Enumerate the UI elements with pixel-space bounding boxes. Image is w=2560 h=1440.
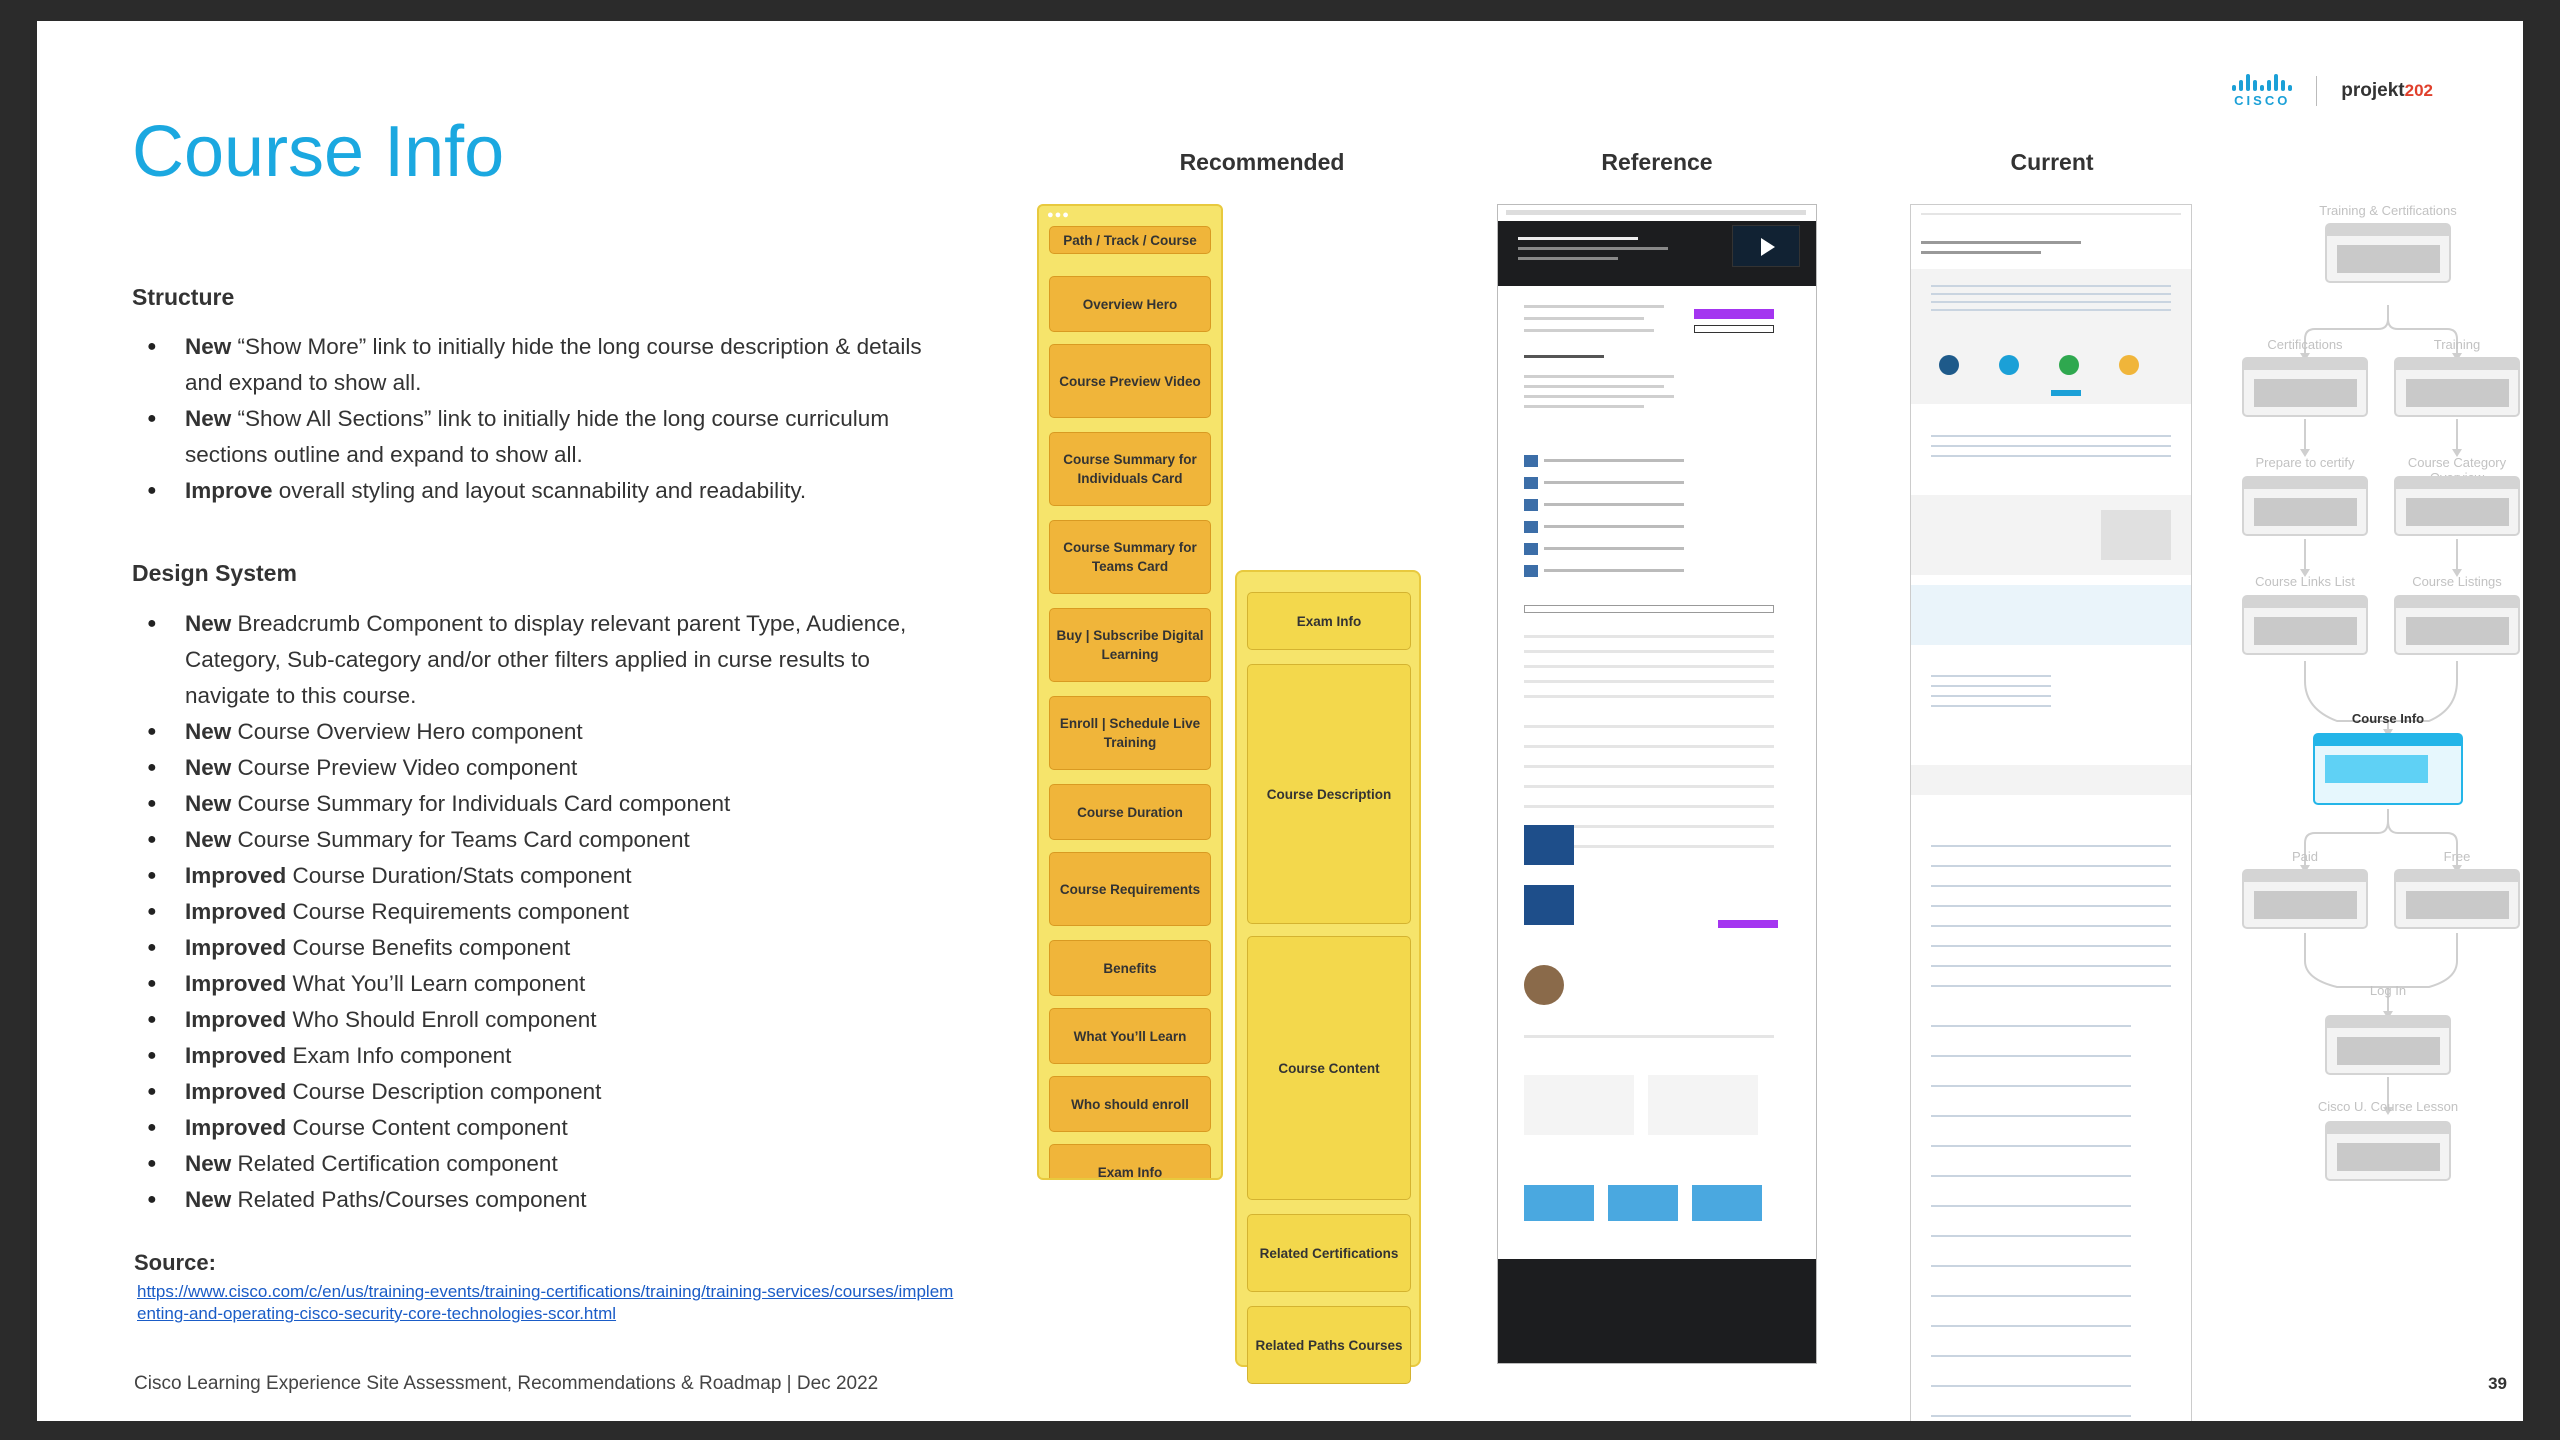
- flow-box-login: [2325, 1015, 2451, 1075]
- flow-label-course-info: Course Info: [2351, 711, 2425, 726]
- flow-label-links-list: Course Links List: [2255, 574, 2355, 589]
- bullet-item: Improved What You’ll Learn component: [147, 966, 947, 1002]
- reference-hero: [1498, 221, 1816, 286]
- recommended-section-card: Exam Info: [1247, 592, 1411, 650]
- flow-label-login: Log In: [2369, 983, 2407, 998]
- bullet-item: Improve overall styling and layout scann…: [147, 473, 947, 509]
- flow-label-training-certifications: Training & Certifications: [2319, 203, 2457, 218]
- flow-box-certifications: [2242, 357, 2368, 417]
- bullet-item: New Course Preview Video component: [147, 750, 947, 786]
- logo-row: CISCO projekt202: [2232, 73, 2433, 108]
- flow-label-prepare: Prepare to certify: [2255, 455, 2355, 470]
- flow-connectors: [2300, 305, 2462, 1115]
- recommended-section-card: Course Summary for Teams Card: [1049, 520, 1211, 594]
- current-heading: Current: [2010, 149, 2094, 175]
- recommended-section-card: Course Preview Video: [1049, 344, 1211, 418]
- flow-box-lesson: [2325, 1121, 2451, 1181]
- bullet-item: New “Show All Sections” link to initiall…: [147, 401, 947, 473]
- recommended-section-card: Path / Track / Course: [1049, 226, 1211, 254]
- bullet-item: Improved Course Requirements component: [147, 894, 947, 930]
- flow-label-paid: Paid: [2291, 849, 2319, 864]
- recommended-section-card: Course Requirements: [1049, 852, 1211, 926]
- flow-label-certifications: Certifications: [2267, 337, 2343, 352]
- bullet-item: Improved Course Benefits component: [147, 930, 947, 966]
- bullet-item: Improved Who Should Enroll component: [147, 1002, 947, 1038]
- reference-screenshot: [1497, 204, 1817, 1364]
- structure-list: New “Show More” link to initially hide t…: [147, 329, 947, 509]
- logo-separator: [2316, 75, 2318, 106]
- flow-label-free: Free: [2443, 849, 2471, 864]
- bullet-item: Improved Course Duration/Stats component: [147, 858, 947, 894]
- recommended-section-card: Course Content: [1247, 936, 1411, 1200]
- design-system-heading: Design System: [132, 560, 297, 586]
- recommended-section-card: Related Paths Courses: [1247, 1306, 1411, 1384]
- flow-box-course-info: [2313, 733, 2463, 805]
- bullet-item: New “Show More” link to initially hide t…: [147, 329, 947, 401]
- slide: CISCO projekt202 Course Info Structure N…: [37, 21, 2523, 1421]
- reference-cta: [1694, 309, 1774, 319]
- page-title: Course Info: [132, 112, 505, 192]
- recommended-section-card: Who should enroll: [1049, 1076, 1211, 1132]
- source-label: Source:: [134, 1250, 216, 1275]
- flow-label-lesson: Cisco U. Course Lesson: [2317, 1099, 2459, 1114]
- bullet-item: Improved Exam Info component: [147, 1038, 947, 1074]
- flow-box-free: [2394, 869, 2520, 929]
- flow-box-training: [2394, 357, 2520, 417]
- recommended-section-card: Related Certifications: [1247, 1214, 1411, 1292]
- flow-label-listings: Course Listings: [2412, 574, 2502, 589]
- flow-box-training-certifications: [2325, 223, 2451, 283]
- bullet-item: Improved Course Description component: [147, 1074, 947, 1110]
- flow-label-training: Training: [2433, 337, 2481, 352]
- bullet-item: New Related Paths/Courses component: [147, 1182, 947, 1218]
- bullet-item: New Related Certification component: [147, 1146, 947, 1182]
- footer-text: Cisco Learning Experience Site Assessmen…: [134, 1373, 879, 1394]
- flow-box-category-overview: [2394, 476, 2520, 536]
- recommended-section-card: Enroll | Schedule Live Training: [1049, 696, 1211, 770]
- bullet-item: New Breadcrumb Component to display rele…: [147, 606, 947, 714]
- projekt-logo: projekt202: [2341, 79, 2433, 101]
- recommended-section-card: Course Duration: [1049, 784, 1211, 840]
- bullet-item: New Course Summary for Individuals Card …: [147, 786, 947, 822]
- recommended-section-card: Benefits: [1049, 940, 1211, 996]
- bullet-item: Improved Course Content component: [147, 1110, 947, 1146]
- recommended-section-card: What You’ll Learn: [1049, 1008, 1211, 1064]
- bullet-item: New Course Overview Hero component: [147, 714, 947, 750]
- flow-box-listings: [2394, 595, 2520, 655]
- structure-heading: Structure: [132, 284, 235, 310]
- reference-footer: [1498, 1259, 1816, 1363]
- play-icon: [1732, 225, 1800, 267]
- recommended-heading: Recommended: [1179, 149, 1345, 175]
- reference-heading: Reference: [1601, 149, 1713, 175]
- design-system-list: New Breadcrumb Component to display rele…: [147, 606, 947, 1218]
- recommended-section-card: Course Summary for Individuals Card: [1049, 432, 1211, 506]
- recommended-section-card: Buy | Subscribe Digital Learning: [1049, 608, 1211, 682]
- bullet-item: New Course Summary for Teams Card compon…: [147, 822, 947, 858]
- flow-box-prepare: [2242, 476, 2368, 536]
- flow-box-links-list: [2242, 595, 2368, 655]
- cisco-logo: CISCO: [2232, 73, 2293, 108]
- current-screenshot: [1910, 204, 2192, 1421]
- recommended-section-card: Overview Hero: [1049, 276, 1211, 332]
- recommended-section-card: Exam Info: [1049, 1144, 1211, 1178]
- page-number: 39: [2488, 1374, 2507, 1393]
- source-link[interactable]: https://www.cisco.com/c/en/us/training-e…: [137, 1282, 954, 1323]
- flow-box-paid: [2242, 869, 2368, 929]
- recommended-section-card: Course Description: [1247, 664, 1411, 924]
